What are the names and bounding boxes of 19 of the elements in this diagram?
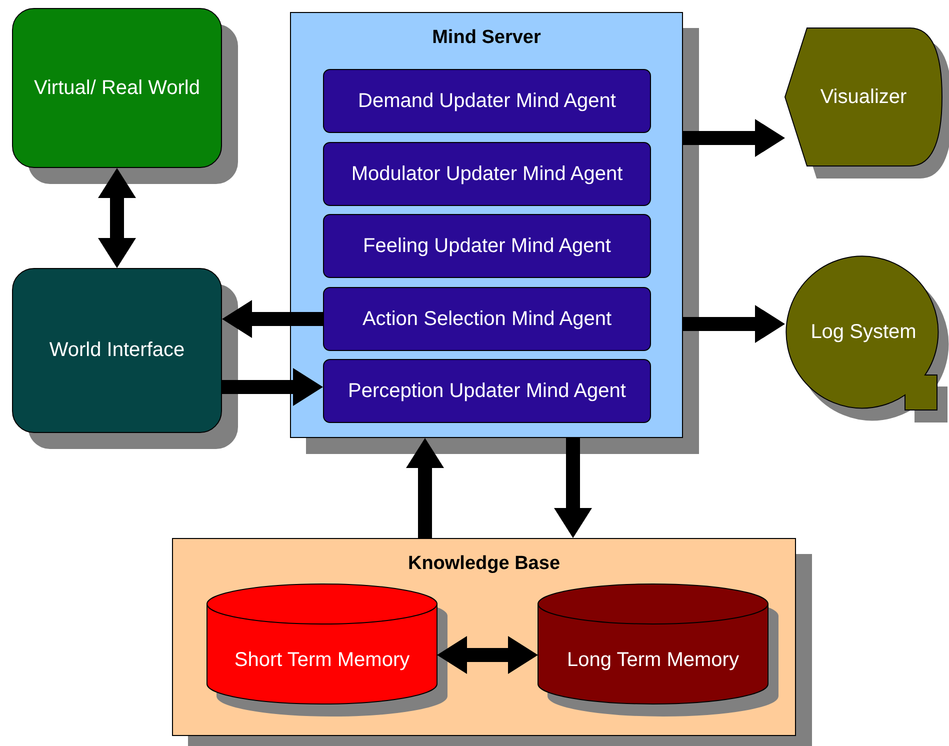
- block-arrow: [554, 438, 592, 538]
- block-arrow: [222, 368, 323, 406]
- panel-heading: Knowledge Base: [406, 553, 562, 575]
- panel-heading: Mind Server: [431, 27, 542, 49]
- agent-box: Action Selection Mind Agent: [323, 287, 651, 351]
- agent-box: Modulator Updater Mind Agent: [323, 142, 651, 206]
- agent-box: Demand Updater Mind Agent: [323, 69, 651, 133]
- agent-box: Perception Updater Mind Agent: [323, 359, 651, 423]
- node-label: Visualizer: [820, 86, 907, 108]
- node-label: Long Term Memory: [567, 648, 739, 672]
- block-arrow: [683, 119, 785, 157]
- block-arrow: [437, 636, 538, 674]
- block-arrow: [683, 305, 785, 343]
- block-arrow: [222, 300, 323, 338]
- node-label: Short Term Memory: [234, 648, 410, 672]
- block-arrow: [98, 168, 136, 268]
- agent-box: Feeling Updater Mind Agent: [323, 214, 651, 278]
- block-arrow: [406, 438, 444, 538]
- node-label: Log System: [810, 321, 916, 344]
